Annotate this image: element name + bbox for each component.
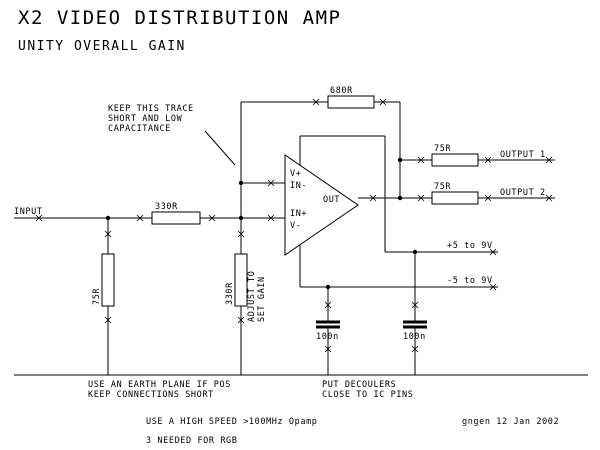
pin-marker bbox=[411, 345, 419, 353]
pin-marker bbox=[369, 194, 377, 202]
pin-marker bbox=[136, 214, 144, 222]
input-label: INPUT bbox=[14, 207, 43, 217]
resistor-output2 bbox=[431, 191, 479, 205]
resistor-feedback-label: 680R bbox=[330, 86, 353, 96]
pin-marker bbox=[484, 156, 492, 164]
resistor-termination-label: 75R bbox=[92, 288, 102, 305]
output1-label: OUTPUT 1 bbox=[500, 150, 546, 160]
pin-marker bbox=[267, 179, 275, 187]
pin-marker bbox=[324, 301, 332, 309]
resistor-output1-label: 75R bbox=[434, 144, 451, 154]
pin-marker bbox=[545, 194, 553, 202]
trace-note-leader bbox=[204, 130, 236, 166]
pin-marker bbox=[267, 214, 275, 222]
pin-marker bbox=[237, 316, 245, 324]
decoupler-note-line1: PUT DECOULERS bbox=[322, 380, 396, 390]
output2-label: OUTPUT 2 bbox=[500, 188, 546, 198]
pin-marker bbox=[411, 301, 419, 309]
pin-marker bbox=[379, 98, 387, 106]
junction-output-bus bbox=[397, 195, 403, 201]
pin-marker bbox=[545, 156, 553, 164]
junctions bbox=[105, 157, 418, 290]
pin-marker bbox=[484, 194, 492, 202]
resistor-output2-label: 75R bbox=[434, 182, 451, 192]
supply-pos-label: +5 to 9V bbox=[447, 241, 493, 251]
diagram-title: X2 VIDEO DISTRIBUTION AMP bbox=[18, 7, 341, 29]
junction-input-termination bbox=[105, 215, 111, 221]
trace-note-line1: KEEP THIS TRACE bbox=[108, 104, 194, 114]
junction-supply-pos-cap bbox=[412, 249, 418, 255]
pin-marker bbox=[312, 98, 320, 106]
pin-marker bbox=[237, 230, 245, 238]
pin-marker bbox=[208, 214, 216, 222]
trace-note-line3: CAPACITANCE bbox=[108, 124, 171, 134]
pin-marker bbox=[35, 214, 43, 222]
resistor-adjust-label: 330R bbox=[225, 282, 235, 305]
trace-note-line2: SHORT AND LOW bbox=[108, 114, 183, 124]
opamp-pin-vplus: V+ bbox=[290, 169, 301, 179]
resistor-series-input bbox=[151, 211, 201, 225]
trace-note: KEEP THIS TRACE SHORT AND LOW CAPACITANC… bbox=[108, 104, 236, 166]
opamp-pin-out: OUT bbox=[323, 195, 340, 205]
resistor-output1 bbox=[431, 153, 479, 167]
resistors: 680R 330R 75R 330R 75R 75R bbox=[92, 86, 479, 307]
earth-note-line2: KEEP CONNECTIONS SHORT bbox=[88, 390, 214, 400]
resistor-series-input-label: 330R bbox=[155, 202, 178, 212]
decoupler-note-line2: CLOSE TO IC PINS bbox=[322, 390, 413, 400]
pin-marker bbox=[324, 345, 332, 353]
diagram-subtitle: UNITY OVERALL GAIN bbox=[18, 39, 186, 54]
resistor-feedback bbox=[327, 95, 375, 109]
junction-supply-neg-cap bbox=[325, 284, 331, 290]
pin-marker bbox=[104, 316, 112, 324]
adjust-note-line2: SET GAIN bbox=[257, 276, 267, 322]
junction-input-adjust bbox=[238, 215, 244, 221]
junction-output1-bus bbox=[397, 157, 403, 163]
supply-neg-label: -5 to 9V bbox=[447, 276, 493, 286]
pin-marker bbox=[489, 248, 497, 256]
signature: gngen 12 Jan 2002 bbox=[462, 417, 559, 427]
adjust-note-line1: ADJUST TO bbox=[247, 271, 257, 322]
pin-marker bbox=[104, 230, 112, 238]
opamp-pin-vminus: V- bbox=[290, 221, 301, 231]
junction-feedback-in-minus bbox=[238, 180, 244, 186]
opamp-note-line2: 3 NEEDED FOR RGB bbox=[146, 436, 237, 446]
pin-marker bbox=[417, 156, 425, 164]
capacitors: 100n 100n bbox=[316, 320, 427, 342]
resistor-termination bbox=[101, 253, 115, 307]
opamp-triangle bbox=[284, 154, 359, 256]
pin-markers bbox=[35, 98, 553, 353]
capacitor-1-label: 100n bbox=[316, 332, 339, 342]
opamp-pin-in-plus: IN+ bbox=[290, 209, 307, 219]
pin-marker bbox=[417, 194, 425, 202]
pin-marker bbox=[489, 283, 497, 291]
earth-note-line1: USE AN EARTH PLANE IF POS bbox=[88, 380, 231, 390]
capacitor-2-label: 100n bbox=[403, 332, 426, 342]
opamp-note-line1: USE A HIGH SPEED >100MHz Opamp bbox=[146, 417, 318, 427]
opamp: V+ IN- IN+ V- OUT bbox=[284, 154, 359, 256]
opamp-pin-in-minus: IN- bbox=[290, 181, 307, 191]
resistor-adjust bbox=[234, 253, 248, 307]
